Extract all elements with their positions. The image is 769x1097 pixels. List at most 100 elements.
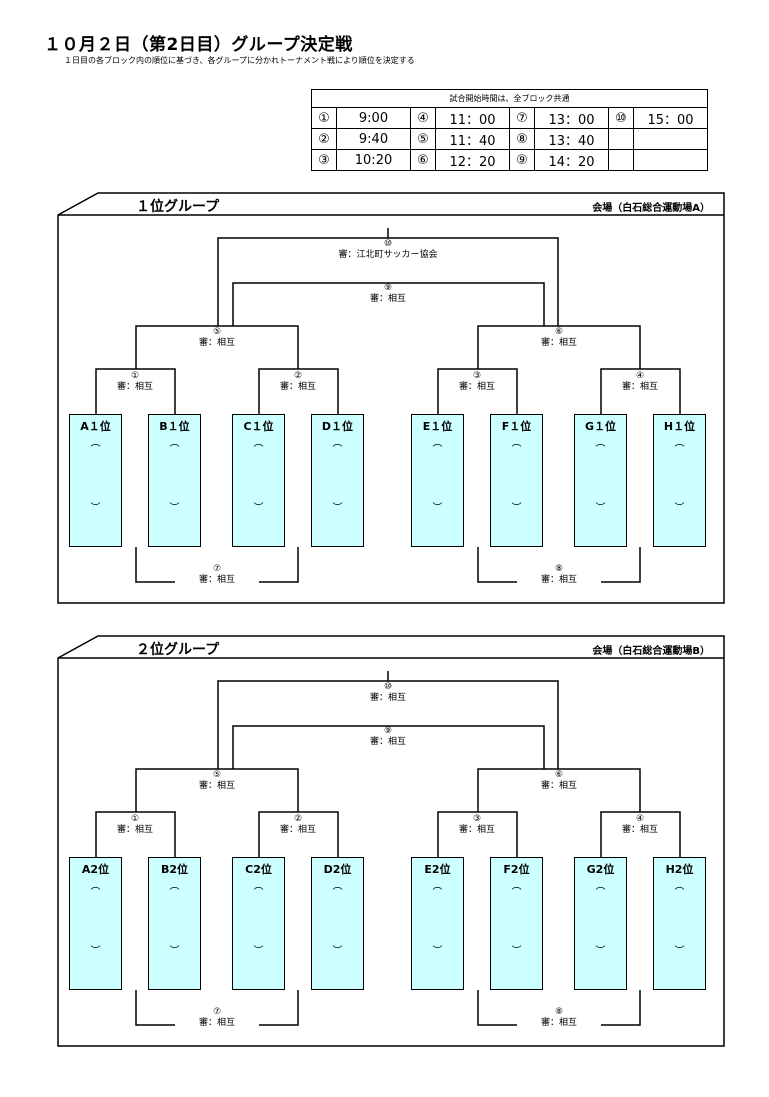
paren-close: ︶ <box>332 946 343 957</box>
paren-open: ︵ <box>432 881 443 892</box>
bracket-lines <box>57 635 725 1047</box>
paren-close: ︶ <box>169 946 180 957</box>
paren-open: ︵ <box>595 438 606 449</box>
start-time <box>633 149 708 171</box>
match-number: ⑤ <box>212 770 222 780</box>
page-subtitle: １日目の各ブロック内の順位に基づき、各グループに分かれトーナメント戦により順位を… <box>64 56 415 65</box>
team-box: G2位︵︶ <box>574 857 627 990</box>
team-name: D１位 <box>321 420 354 433</box>
referee: 審：相互 <box>458 382 495 392</box>
match-number: ⑦ <box>212 564 222 574</box>
match-number: ⑤ <box>212 327 222 337</box>
team-box: E2位︵︶ <box>411 857 464 990</box>
paren-close: ︶ <box>674 503 685 514</box>
bracket-line <box>57 192 725 604</box>
team-name: G１位 <box>584 420 617 433</box>
referee: 審：相互 <box>540 338 577 348</box>
bracket-line <box>601 990 641 1026</box>
match-number: ⑨ <box>509 149 535 171</box>
referee: 審：相互 <box>540 781 577 791</box>
match-number: ⑨ <box>383 726 393 736</box>
referee: 審：相互 <box>279 825 316 835</box>
match-number: ⑧ <box>509 128 535 150</box>
start-time: 14：20 <box>534 149 609 171</box>
schedule-row: ② 9:40 ⑤ 11：40 ⑧ 13：40 <box>311 128 708 150</box>
match-number: ⑤ <box>410 128 436 150</box>
referee: 審：相互 <box>621 825 658 835</box>
paren-close: ︶ <box>595 503 606 514</box>
match-number: ⑦ <box>212 1007 222 1017</box>
match-number: ④ <box>635 814 645 824</box>
bracket-line <box>477 325 641 369</box>
match-number <box>608 149 634 171</box>
match-number: ⑨ <box>383 283 393 293</box>
bracket-line <box>259 547 299 583</box>
referee: 審：相互 <box>369 693 406 703</box>
paren-close: ︶ <box>511 946 522 957</box>
paren-close: ︶ <box>90 503 101 514</box>
paren-open: ︵ <box>674 881 685 892</box>
team-name: B2位 <box>160 863 189 876</box>
paren-open: ︵ <box>90 438 101 449</box>
team-name: C2位 <box>245 863 272 876</box>
referee: 審：相互 <box>540 1018 577 1028</box>
paren-open: ︵ <box>169 881 180 892</box>
start-time: 9:40 <box>336 128 411 150</box>
paren-open: ︵ <box>332 881 343 892</box>
paren-open: ︵ <box>511 881 522 892</box>
referee: 審：相互 <box>198 1018 235 1028</box>
match-number: ⑩ <box>383 239 393 249</box>
match-number: ① <box>130 371 140 381</box>
match-number: ⑦ <box>509 107 535 129</box>
referee: 審：相互 <box>279 382 316 392</box>
paren-close: ︶ <box>432 946 443 957</box>
team-box: G１位 ︵ ︶ <box>574 414 627 547</box>
match-number: ② <box>293 371 303 381</box>
paren-open: ︵ <box>253 438 264 449</box>
team-box: A１位︵︶ <box>69 414 122 547</box>
referee: 審：相互 <box>198 575 235 585</box>
bracket-line <box>477 547 517 583</box>
paren-open: ︵ <box>169 438 180 449</box>
referee: 審：相互 <box>621 382 658 392</box>
team-name: F2位 <box>503 863 530 876</box>
team-name: D2位 <box>323 863 352 876</box>
team-name: B１位 <box>159 420 190 433</box>
paren-open: ︵ <box>90 881 101 892</box>
bracket-line <box>57 635 725 1047</box>
venue-label: 会場（白石総合運動場B） <box>592 646 710 657</box>
start-time: 13：00 <box>534 107 609 129</box>
paren-close: ︶ <box>595 946 606 957</box>
paren-open: ︵ <box>674 438 685 449</box>
bracket-lines <box>57 192 725 604</box>
referee: 審：相互 <box>369 737 406 747</box>
start-time: 10:20 <box>336 149 411 171</box>
bracket-line <box>135 325 299 369</box>
venue-label: 会場（白石総合運動場A） <box>592 203 710 214</box>
match-number: ① <box>130 814 140 824</box>
start-time: 13：40 <box>534 128 609 150</box>
team-box: E１位︵︶ <box>411 414 464 547</box>
bracket-line <box>135 768 299 812</box>
referee: 審：相互 <box>369 294 406 304</box>
team-box: D2位 ︵ ︶ <box>311 857 364 990</box>
paren-close: ︶ <box>674 946 685 957</box>
paren-close: ︶ <box>511 503 522 514</box>
match-number: ③ <box>472 371 482 381</box>
paren-close: ︶ <box>332 503 343 514</box>
paren-open: ︵ <box>253 881 264 892</box>
schedule-row: ① 9:00 ④ 11：00 ⑦ 13：00 ⑩ 15：00 <box>311 107 708 129</box>
